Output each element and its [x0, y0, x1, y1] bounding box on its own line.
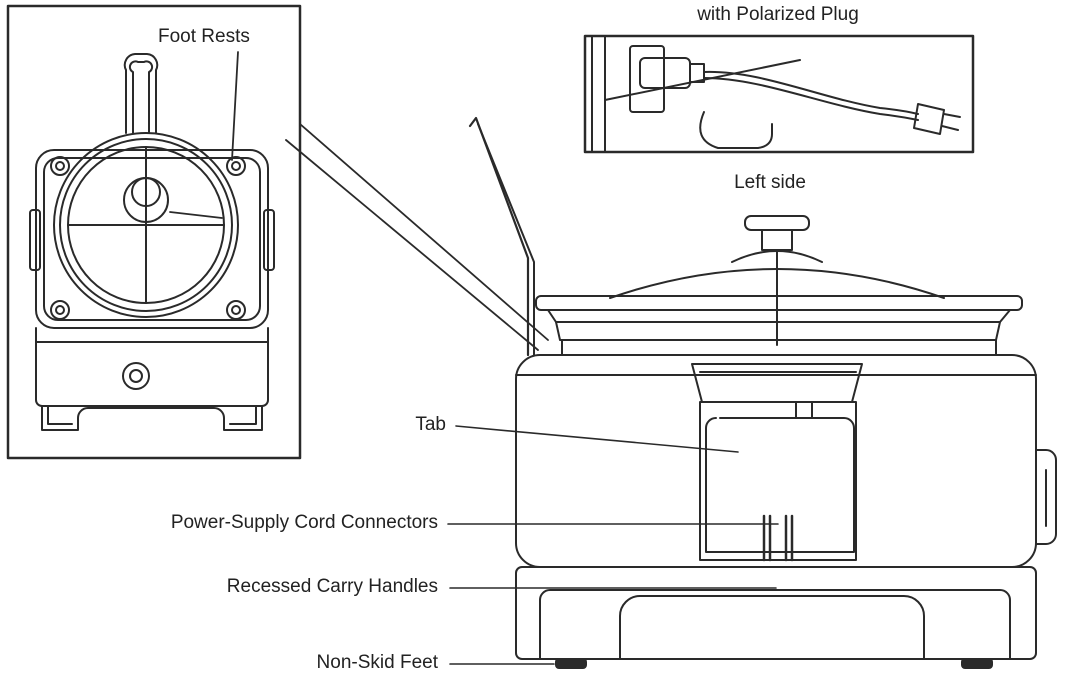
cooker-housing	[515, 354, 1037, 568]
label-foot-rests: Foot Rests	[158, 26, 250, 47]
cord-inset	[583, 34, 975, 154]
label-cord-caption: with Polarized Plug	[697, 4, 859, 25]
inset-base-outline	[35, 149, 269, 329]
side-control-knob	[1035, 449, 1057, 545]
cord-inset-foot	[699, 111, 773, 149]
label-carry-handles: Recessed Carry Handles	[226, 576, 438, 597]
tab-leader	[455, 425, 739, 453]
inset-cord-stub	[123, 53, 159, 134]
recessed-carry-handle	[691, 363, 863, 403]
bottom-view-inset	[6, 4, 302, 460]
inset-frame	[6, 4, 302, 460]
label-left-side: Left side	[734, 172, 806, 193]
base-opening	[539, 595, 1011, 660]
polarized-plug	[913, 103, 945, 135]
slow-cooker-front-view	[468, 116, 1057, 669]
inset-bottom-ring	[53, 132, 239, 318]
non-skid-foot-right	[961, 658, 993, 669]
cooker-base	[515, 566, 1037, 660]
leader-lines	[447, 425, 779, 665]
inset-connector-top	[299, 123, 549, 341]
lid-rim	[535, 295, 1023, 311]
foot-rests-leader	[231, 51, 239, 161]
lid-knob	[744, 215, 810, 231]
label-tab: Tab	[415, 414, 446, 435]
non-skid-foot-left	[555, 658, 587, 669]
label-non-skid-feet: Non-Skid Feet	[316, 652, 438, 673]
inset-foot-rests	[50, 156, 246, 320]
cord-inset-frame	[583, 34, 975, 154]
label-power-cord-connectors: Power-Supply Cord Connectors	[170, 512, 438, 533]
inset-front-knob	[122, 362, 150, 390]
cord-wire	[703, 70, 919, 115]
lid-rest-wand	[468, 116, 530, 357]
inset-connector-bottom	[285, 139, 539, 351]
